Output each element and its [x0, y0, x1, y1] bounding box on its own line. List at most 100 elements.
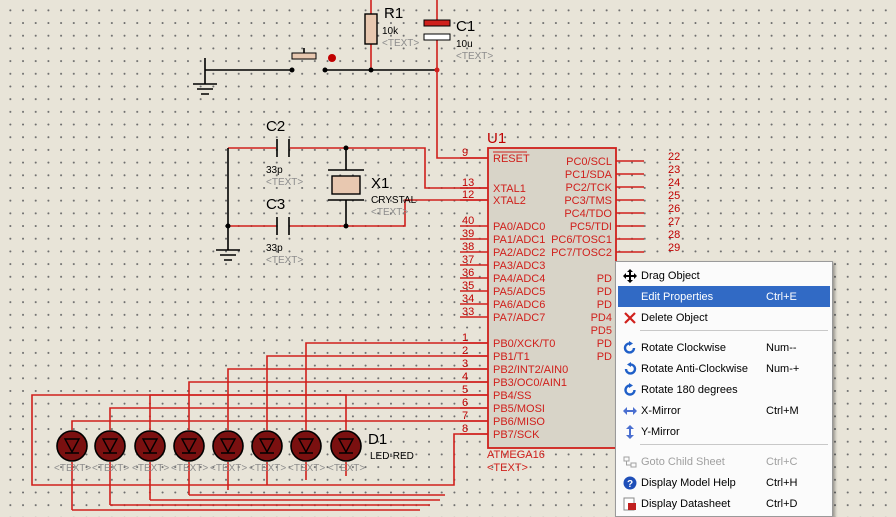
- help-icon: ?: [622, 475, 638, 491]
- led[interactable]: <TEXT>: [92, 430, 129, 474]
- c3-text: <TEXT>: [266, 255, 303, 266]
- menu-item-y-mirror[interactable]: Y-Mirror: [618, 421, 830, 442]
- x1-text: <TEXT>: [371, 207, 408, 218]
- c2-ref: C2: [266, 118, 285, 135]
- c2-value: 33p: [266, 165, 283, 176]
- pin-name: PC6/TOSC1: [551, 234, 612, 246]
- u1-pin: PD: [597, 286, 612, 298]
- led[interactable]: <TEXT>: [328, 430, 365, 474]
- wires: [31, 0, 490, 511]
- pin-number: 1: [462, 332, 468, 344]
- led[interactable]: <TEXT>: [288, 430, 325, 474]
- pin-number: 35: [462, 280, 474, 292]
- menu-item-delete-object[interactable]: Delete Object: [618, 307, 830, 328]
- pin-number: 34: [462, 293, 474, 305]
- pin-name: XTAL1: [493, 183, 526, 195]
- pin-number: 22: [668, 151, 680, 163]
- u1-text: <TEXT>: [487, 462, 528, 474]
- x-mirror-icon: [622, 403, 638, 419]
- child-sheet-icon: [622, 454, 638, 470]
- pin-name: PA7/ADC7: [493, 312, 545, 324]
- menu-item-shortcut: Ctrl+C: [766, 455, 798, 468]
- pin-number: 36: [462, 267, 474, 279]
- pin-number: 25: [668, 190, 680, 202]
- c1-ref: C1: [456, 18, 475, 35]
- reset-button[interactable]: [289, 48, 337, 73]
- pin-name: PB2/INT2/AIN0: [493, 364, 568, 376]
- crystal-x1[interactable]: X1 CRYSTAL <TEXT>: [328, 169, 417, 218]
- led-array[interactable]: <TEXT><TEXT><TEXT><TEXT><TEXT><TEXT><TEX…: [54, 430, 365, 474]
- capacitor-c1[interactable]: C1 10u <TEXT>: [423, 18, 493, 62]
- pin-name: PA5/ADC5: [493, 286, 545, 298]
- red-x-icon: [622, 310, 638, 326]
- move-arrows-icon: [622, 268, 638, 284]
- led[interactable]: <TEXT>: [210, 430, 247, 474]
- menu-item-label: Display Model Help: [641, 476, 736, 489]
- pin-name: PC0/SCL: [566, 156, 612, 168]
- led-text: <TEXT>: [171, 463, 208, 474]
- pin-number: 26: [668, 203, 680, 215]
- led-text: <TEXT>: [210, 463, 247, 474]
- menu-separator: [640, 444, 828, 445]
- pin-name: PA2/ADC2: [493, 247, 545, 259]
- pin-number: 4: [462, 371, 468, 383]
- resistor-r1[interactable]: R1 10k <TEXT>: [364, 5, 419, 49]
- menu-item-label: Drag Object: [641, 269, 700, 282]
- menu-item-label: Edit Properties: [641, 290, 714, 303]
- pin-number: 9: [462, 147, 468, 159]
- r1-value: 10k: [382, 26, 399, 37]
- x1-value: CRYSTAL: [371, 195, 417, 206]
- led-text: <TEXT>: [54, 463, 91, 474]
- u1-ref: U1: [487, 130, 506, 147]
- menu-item-label: Rotate Anti-Clockwise: [641, 362, 748, 375]
- u1-part: ATMEGA16: [487, 449, 545, 461]
- pin-name: PC2/TCK: [566, 182, 613, 194]
- menu-item-label: X-Mirror: [641, 404, 681, 417]
- led[interactable]: <TEXT>: [54, 430, 91, 474]
- pin-number: 2: [462, 345, 468, 357]
- rotate-ccw-icon: [622, 361, 638, 377]
- menu-item-rotate-180-degrees[interactable]: Rotate 180 degrees: [618, 379, 830, 400]
- menu-item-label: Y-Mirror: [641, 425, 680, 438]
- led-text: <TEXT>: [328, 463, 365, 474]
- pin-name: PD: [597, 273, 612, 285]
- c2-text: <TEXT>: [266, 177, 303, 188]
- capacitor-c2[interactable]: C2 33p <TEXT>: [266, 118, 303, 188]
- pin-number: 3: [462, 358, 468, 370]
- u1-pin: 22 PC0/SCL: [566, 151, 680, 168]
- d1-value: LED-RED: [370, 451, 414, 462]
- capacitor-c3[interactable]: C3 33p <TEXT>: [266, 196, 303, 266]
- led[interactable]: <TEXT>: [132, 430, 169, 474]
- pin-name: PC1/SDA: [565, 169, 613, 181]
- c1-value: 10u: [456, 39, 473, 50]
- pin-number: 8: [462, 423, 468, 435]
- ground-symbol: [193, 83, 240, 261]
- u1-pin: PD: [597, 351, 612, 363]
- led[interactable]: <TEXT>: [249, 430, 286, 474]
- led[interactable]: <TEXT>: [171, 430, 208, 474]
- pin-number: 29: [668, 242, 680, 254]
- u1-pin: PD5: [591, 325, 612, 337]
- menu-item-drag-object[interactable]: Drag Object: [618, 265, 830, 286]
- r1-ref: R1: [384, 5, 403, 22]
- pin-name: PA0/ADC0: [493, 221, 545, 233]
